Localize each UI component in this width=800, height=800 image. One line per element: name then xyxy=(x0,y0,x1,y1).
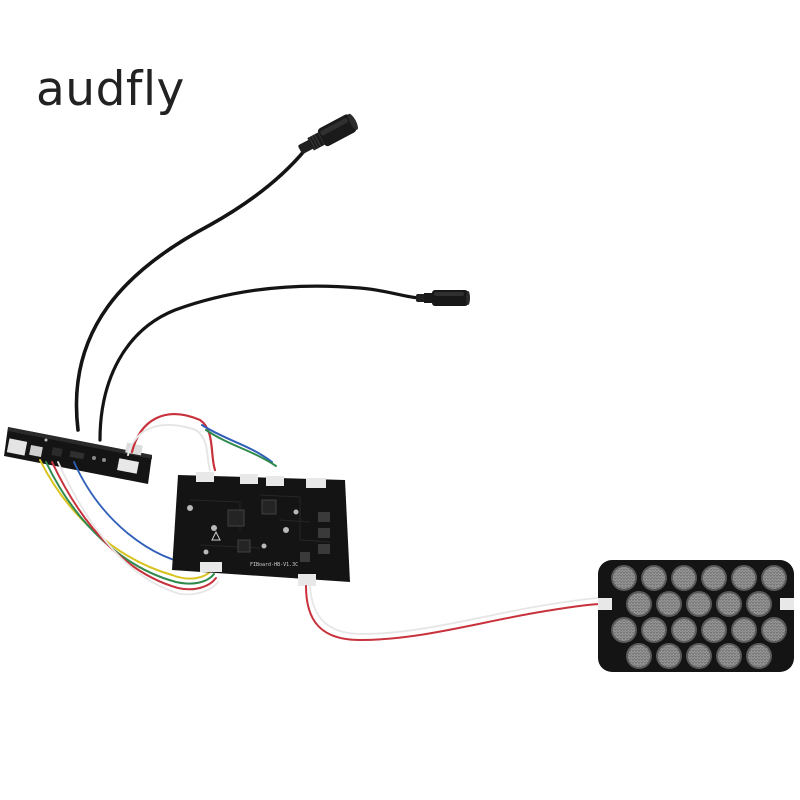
transducer-mesh xyxy=(658,645,680,667)
transducer-mesh xyxy=(628,593,650,615)
jst-connector-icon xyxy=(240,474,258,484)
transducer-mesh xyxy=(643,567,665,589)
transducer-mesh xyxy=(763,567,785,589)
transducer-array xyxy=(598,560,794,672)
ic-chip-icon xyxy=(261,499,277,515)
ic-chip-icon xyxy=(227,509,245,527)
transducer-mesh xyxy=(733,619,755,641)
transducer-mesh xyxy=(673,619,695,641)
transducer-mesh xyxy=(748,645,770,667)
transducer-mesh xyxy=(688,645,710,667)
transducer-mesh xyxy=(718,645,740,667)
jst-connector-icon xyxy=(200,562,222,572)
transducer-mesh xyxy=(673,567,695,589)
control-board xyxy=(4,427,152,484)
brand-logo: audfly xyxy=(36,62,185,117)
transducer-mesh xyxy=(658,593,680,615)
transducer-mesh xyxy=(613,619,635,641)
transducer-mesh xyxy=(703,619,725,641)
jst-connector-icon xyxy=(266,476,284,486)
transducer-mesh xyxy=(748,593,770,615)
dc-barrel-jack-icon xyxy=(416,290,470,306)
jst-connector-icon xyxy=(298,574,316,586)
dc-barrel-jack-icon xyxy=(298,113,358,154)
main-pcb: FIBoard-HB-V1.3C xyxy=(172,472,350,586)
array-cable xyxy=(305,585,603,642)
jst-connector-icon xyxy=(306,478,326,488)
transducer-mesh xyxy=(733,567,755,589)
transducer-mesh xyxy=(628,645,650,667)
board-silkscreen: FIBoard-HB-V1.3C xyxy=(250,562,298,568)
ic-chip-icon xyxy=(237,539,251,553)
transducer-mesh xyxy=(613,567,635,589)
transducer-mesh xyxy=(643,619,665,641)
jst-connector-icon xyxy=(780,598,794,610)
transducer-mesh xyxy=(763,619,785,641)
transducer-mesh xyxy=(688,593,710,615)
dc-cable-upper xyxy=(74,148,307,432)
dc-cable-lower xyxy=(98,284,420,442)
transducer-grid xyxy=(611,565,787,669)
jst-connector-icon xyxy=(598,598,612,610)
jst-connector-icon xyxy=(196,472,214,482)
transducer-mesh xyxy=(703,567,725,589)
transducer-mesh xyxy=(718,593,740,615)
